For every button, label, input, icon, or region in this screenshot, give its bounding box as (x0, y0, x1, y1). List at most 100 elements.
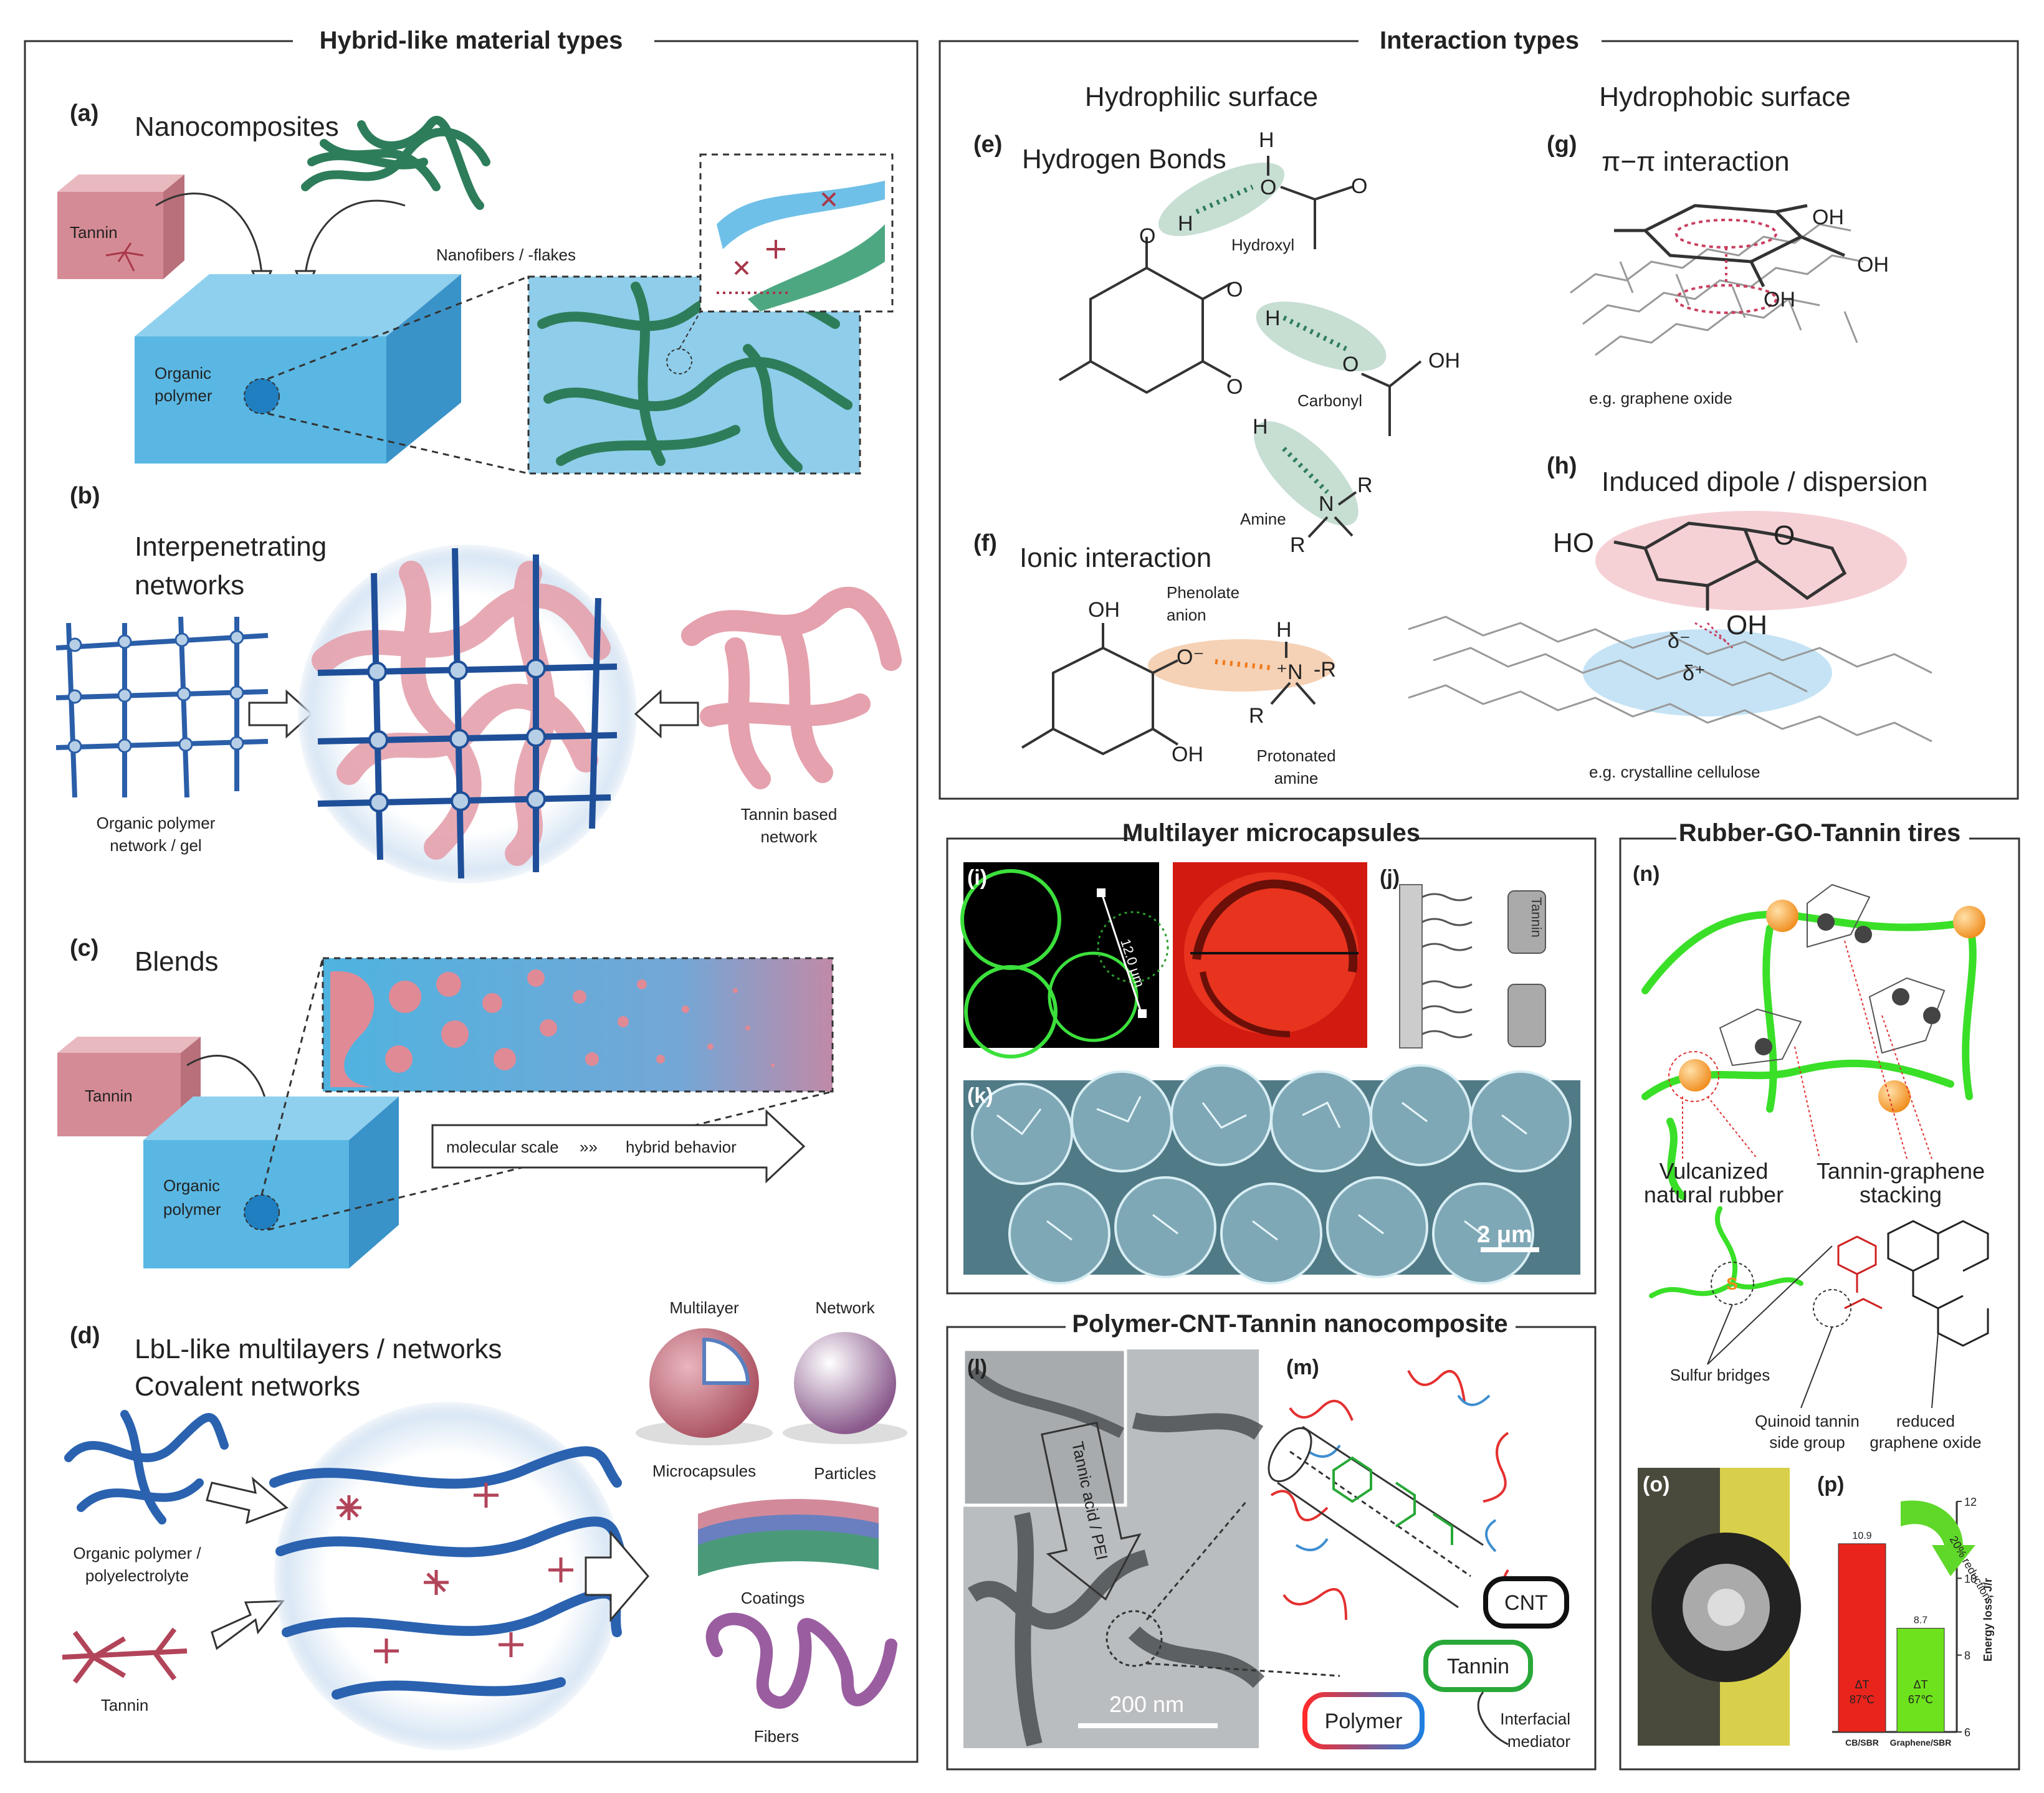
hbond-highlights (1158, 163, 1387, 526)
e-o-carbonyl: O (1342, 353, 1359, 376)
microcapsules-label: Microcapsules (652, 1462, 756, 1480)
molecular-scale-arrow: molecular scale »» hybrid behavior (431, 1109, 806, 1184)
afm-image (1173, 862, 1367, 1048)
carbonyl-label: Carbonyl (1297, 391, 1362, 410)
e-h-top: H (1259, 128, 1274, 152)
bar-inner-label-1-0: ΔT (1913, 1678, 1927, 1691)
panel-l-letter: (l) (967, 1356, 987, 1379)
category-label-1: Graphene/SBR (1890, 1738, 1952, 1748)
g-oh-1: OH (1812, 206, 1844, 229)
tannin-cube: Tannin (57, 174, 184, 279)
polyelectrolyte-label-1: Organic polymer / (73, 1544, 201, 1562)
panel-e-title: Hydrogen Bonds (1022, 144, 1226, 174)
e-h-1: H (1178, 212, 1193, 235)
panel-i-letter: (i) (967, 866, 987, 890)
g-oh-3: OH (1764, 288, 1795, 312)
blends-tannin-label: Tannin (85, 1087, 133, 1105)
panel-b-title-2: networks (135, 570, 244, 601)
hybrid-behavior-label: hybrid behavior (626, 1138, 737, 1156)
bar-1 (1896, 1628, 1945, 1733)
nanocomposite-zoom (527, 153, 894, 475)
cellulose-chains (1408, 616, 1932, 743)
e-r-2: R (1290, 533, 1306, 557)
panel-j-letter: (j) (1380, 866, 1400, 890)
f-phenolate: O⁻ (1177, 645, 1204, 669)
panel-m-letter: (m) (1286, 1356, 1319, 1379)
particle-sphere (783, 1332, 907, 1444)
polymer-badge: Polymer (1325, 1710, 1403, 1733)
bar-inner-label-1-1: 67℃ (1908, 1693, 1933, 1706)
coatings-layers (698, 1499, 879, 1576)
panel-d-letter: (d) (70, 1323, 100, 1349)
polymer-network (55, 616, 269, 798)
blends-tannin-cube: Tannin (57, 1037, 201, 1136)
e-o-top: O (1260, 176, 1276, 199)
h-oh: OH (1726, 610, 1767, 640)
h-o: O (1774, 520, 1795, 551)
network-label: Network (815, 1298, 875, 1317)
polymer-label-2: polymer (155, 386, 213, 405)
coatings-label: Coatings (741, 1589, 805, 1607)
panel-h-letter: (h) (1547, 453, 1577, 479)
panel-b-title-1: Interpenetrating (135, 531, 327, 562)
stacking-label-2: stacking (1860, 1182, 1942, 1207)
ionic-highlight (1148, 639, 1335, 692)
panel-d: (d) LbL-like multilayers / networks Cova… (62, 1298, 907, 1751)
vulcanized-label-2: natural rubber (1644, 1182, 1784, 1207)
blends-polymer-block: Organic polymer (143, 1096, 399, 1268)
panel-o-letter: (o) (1643, 1473, 1669, 1496)
y-tick-label-0: 6 (1964, 1726, 1970, 1739)
lbl-circle (269, 1402, 628, 1751)
f-ammonium: ⁺N (1276, 660, 1303, 684)
panel-d-title-1: LbL-like multilayers / networks (135, 1334, 502, 1364)
panel-g-title: π−π interaction (1602, 146, 1790, 177)
cnt-badge: CNT (1504, 1591, 1548, 1615)
panel-f-letter: (f) (973, 530, 997, 556)
fiber-arrow (304, 199, 406, 275)
tannin-arrow (155, 193, 263, 275)
panel-b: (b) Interpenetrating networks Organic po… (55, 483, 902, 883)
bar-0 (1838, 1543, 1886, 1733)
category-label-0: CB/SBR (1845, 1738, 1879, 1748)
panel-g: (g) π−π interaction OH OH OH e.g. graphe… (1547, 131, 1889, 407)
y-axis-label: Energy loss, J/r (1982, 1578, 1994, 1662)
protonated-label-2: amine (1274, 769, 1319, 787)
blends-polymer-label-1: Organic (163, 1176, 220, 1195)
e-r-1: R (1357, 473, 1373, 497)
e-o-3: O (1226, 375, 1243, 399)
e-h-2: H (1265, 307, 1281, 330)
panel-b-letter: (b) (70, 483, 100, 509)
particles-label: Particles (814, 1464, 876, 1483)
g-oh-2: OH (1857, 253, 1889, 277)
panel-f: (f) Ionic interaction OH OH O⁻ H ⁺N -R R… (973, 530, 1336, 787)
catechol-ring (1614, 204, 1845, 288)
tannin-molecule (62, 1627, 188, 1684)
panel-e-letter: (e) (973, 131, 1002, 158)
polyelectrolyte-chains (64, 1410, 229, 1524)
tannin-molecule-label: Tannin (101, 1696, 149, 1715)
stacking-label-1: Tannin-graphene (1817, 1158, 1985, 1184)
panel-o: (o) (1638, 1468, 1801, 1746)
bar-value-1: 8.7 (1914, 1615, 1927, 1626)
fibers-label: Fibers (754, 1727, 799, 1746)
bar-value-0: 10.9 (1852, 1531, 1871, 1541)
e-o-1: O (1139, 224, 1155, 248)
panel-a-title: Nanocomposites (135, 112, 339, 142)
y-tick-label-2: 10 (1964, 1572, 1977, 1585)
tannin-network (681, 586, 902, 789)
fibers-shape (705, 1612, 897, 1709)
interfacial-mediator-1: Interfacial (1500, 1710, 1570, 1728)
hydrophilic-title: Hydrophilic surface (1085, 82, 1318, 112)
panel-c-letter: (c) (70, 935, 98, 961)
panel-p-letter: (p) (1817, 1473, 1844, 1496)
polyelectrolyte-label-2: polyelectrolyte (85, 1566, 189, 1585)
panel-e: (e) Hydrogen Bonds O H O H O H H O O Hyd… (973, 128, 1460, 557)
protonated-label-1: Protonated (1256, 746, 1335, 765)
hydrophobic-title: Hydrophobic surface (1599, 82, 1851, 112)
panel-i: 12.0 μm (i) (960, 862, 1169, 1058)
ipn-circle (298, 545, 637, 883)
panel-c: (c) Blends Tannin Organic polymer (57, 935, 834, 1268)
microcapsule-sphere (636, 1328, 773, 1445)
panel-c-title: Blends (135, 946, 219, 977)
